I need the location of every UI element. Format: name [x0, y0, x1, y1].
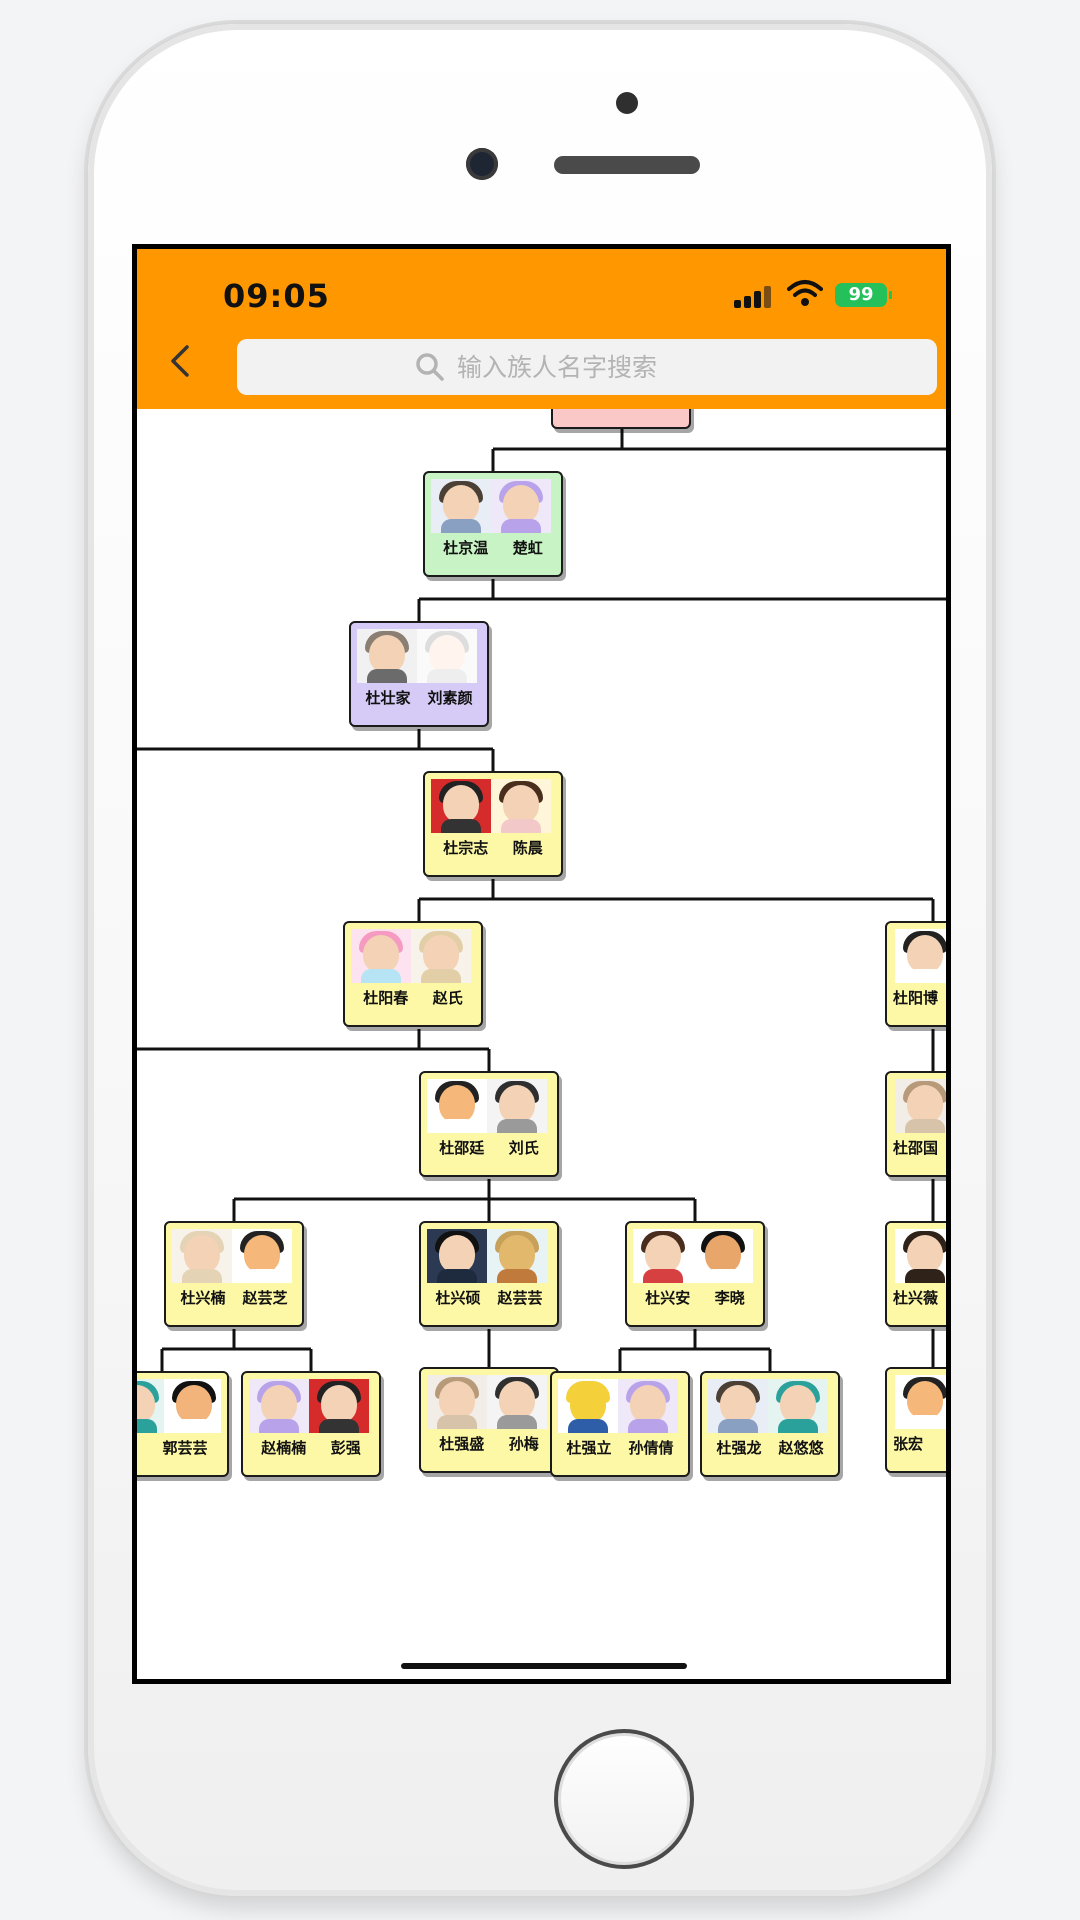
avatar	[487, 1229, 547, 1283]
tree-node-couple[interactable]: 杜强盛 孙梅	[419, 1367, 559, 1473]
member-name: 杜兴楠	[180, 1289, 226, 1307]
member-name: 杜兴薇	[893, 1289, 939, 1307]
avatar	[487, 1079, 547, 1133]
spouse-name: 郭芸芸	[162, 1439, 208, 1457]
member-name: 杜邵国	[893, 1139, 939, 1157]
wifi-icon	[787, 280, 823, 306]
spouse-name: 赵悠悠	[778, 1439, 824, 1457]
avatar	[491, 779, 551, 833]
tree-node-couple[interactable]: 杜兴楠赵芸芝	[164, 1221, 304, 1327]
tree-node-single[interactable]: 杜兴薇	[885, 1221, 946, 1327]
spouse-name: 楚虹	[512, 539, 543, 557]
tree-node-couple[interactable]: 杜宗志 陈晨	[423, 771, 563, 877]
member-name: 杜阳博	[893, 989, 939, 1007]
avatar	[558, 1379, 618, 1433]
family-tree-connectors	[137, 427, 946, 1371]
spouse-name: 李晓	[714, 1289, 745, 1307]
avatar	[351, 929, 411, 983]
spouse-name: 陈晨	[512, 839, 543, 857]
tree-node-single[interactable]: 杜阳博	[885, 921, 946, 1027]
avatar	[357, 629, 417, 683]
avatar	[427, 1079, 487, 1133]
spouse-name: 刘氏	[508, 1139, 539, 1157]
tree-node-couple[interactable]: 杜强立孙倩倩	[550, 1371, 690, 1477]
avatar	[768, 1379, 828, 1433]
avatar	[431, 479, 491, 533]
avatar	[164, 1379, 221, 1433]
avatar	[487, 1375, 547, 1429]
avatar	[895, 1229, 946, 1283]
avatar	[431, 779, 491, 833]
search-input[interactable]	[455, 351, 759, 383]
spouse-name: 刘素颜	[427, 689, 473, 707]
avatar	[417, 629, 477, 683]
avatar	[427, 1375, 487, 1429]
tree-node-couple[interactable]: 杜阳春 赵氏	[343, 921, 483, 1027]
search-bar[interactable]	[237, 339, 937, 395]
battery-level: 99	[848, 284, 874, 305]
member-name: 杜强立	[566, 1439, 612, 1457]
tree-node-couple[interactable]: 杜邵廷 刘氏	[419, 1071, 559, 1177]
earpiece-speaker	[554, 156, 700, 174]
tree-node-couple[interactable]: 杜京温 楚虹	[423, 471, 563, 577]
member-name: 东	[132, 1437, 136, 1458]
member-name: 杜强龙	[716, 1439, 762, 1457]
member-name: 杜阳春	[363, 989, 409, 1007]
spouse-name: 彭强	[330, 1439, 361, 1457]
spouse-name: 赵氏	[432, 989, 463, 1007]
tree-node-couple[interactable]: 东 郭芸芸	[132, 1371, 229, 1477]
status-time: 09:05	[223, 277, 330, 315]
avatar	[427, 1229, 487, 1283]
avatar	[895, 1079, 946, 1133]
member-name: 杜兴硕	[435, 1289, 481, 1307]
tree-node-single[interactable]: 张宏	[885, 1367, 946, 1473]
app-header: 09:05 99	[137, 249, 946, 409]
search-icon	[416, 353, 444, 381]
member-name: 杜邵廷	[439, 1139, 485, 1157]
avatar	[137, 1379, 164, 1433]
spouse-name: 赵芸芸	[497, 1289, 543, 1307]
avatar	[309, 1379, 369, 1433]
tree-node-single[interactable]: 杜邵国	[885, 1071, 946, 1177]
tree-node-couple[interactable]: 杜兴硕赵芸芸	[419, 1221, 559, 1327]
member-name: 杜强盛	[439, 1435, 485, 1453]
cellular-signal-icon	[734, 284, 778, 308]
app-screen: 杜京温 楚虹 杜壮家刘素颜 杜宗志 陈晨 杜阳春 赵氏 杜阳博	[132, 244, 951, 1684]
member-name: 杜宗志	[443, 839, 489, 857]
tree-node-couple[interactable]: 杜强龙赵悠悠	[700, 1371, 840, 1477]
avatar	[895, 929, 946, 983]
proximity-sensor	[616, 92, 638, 114]
spouse-name: 孙倩倩	[628, 1439, 674, 1457]
front-camera	[466, 148, 498, 180]
member-name: 赵楠楠	[261, 1439, 307, 1457]
tree-node-couple[interactable]: 杜壮家刘素颜	[349, 621, 489, 727]
avatar	[693, 1229, 753, 1283]
avatar	[633, 1229, 693, 1283]
avatar	[411, 929, 471, 983]
home-indicator[interactable]	[401, 1663, 687, 1669]
avatar	[249, 1379, 309, 1433]
spouse-name: 孙梅	[508, 1435, 539, 1453]
member-name: 张宏	[893, 1435, 924, 1453]
avatar	[172, 1229, 232, 1283]
battery-indicator: 99	[835, 283, 892, 307]
tree-node-couple[interactable]: 杜兴安 李晓	[625, 1221, 765, 1327]
back-arrow-icon[interactable]	[161, 341, 201, 381]
spouse-name: 赵芸芝	[242, 1289, 288, 1307]
avatar	[232, 1229, 292, 1283]
member-name: 杜京温	[443, 539, 489, 557]
avatar	[491, 479, 551, 533]
member-name: 杜壮家	[365, 689, 411, 707]
tree-node-couple[interactable]: 赵楠楠 彭强	[241, 1371, 381, 1477]
avatar	[618, 1379, 678, 1433]
avatar	[708, 1379, 768, 1433]
avatar	[895, 1375, 946, 1429]
member-name: 杜兴安	[645, 1289, 691, 1307]
home-button[interactable]	[554, 1729, 694, 1869]
